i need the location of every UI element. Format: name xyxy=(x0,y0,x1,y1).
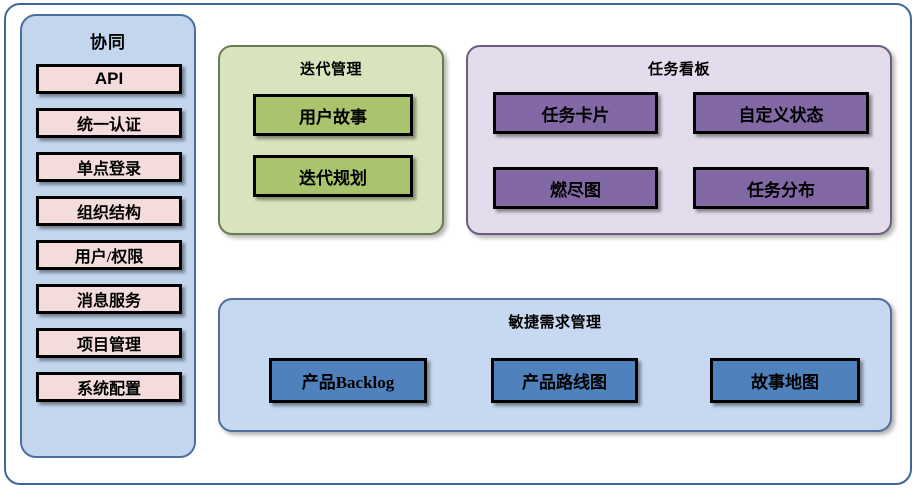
sidebar-item-unified-auth[interactable]: 统一认证 xyxy=(36,108,182,138)
panel-task-board[interactable]: 任务看板 任务卡片 自定义状态 燃尽图 任务分布 xyxy=(466,45,892,235)
leaf-user-story[interactable]: 用户故事 xyxy=(253,94,413,136)
leaf-burndown-chart[interactable]: 燃尽图 xyxy=(493,167,658,209)
sidebar-item-message-service[interactable]: 消息服务 xyxy=(36,284,182,314)
leaf-task-card[interactable]: 任务卡片 xyxy=(493,92,658,134)
sidebar-item-label: 单点登录 xyxy=(76,161,141,178)
leaf-label: 自定义状态 xyxy=(738,105,824,125)
sidebar-panel-collaboration[interactable]: 协同 API 统一认证 单点登录 组织结构 用户/权限 消息服务 项目管理 xyxy=(20,14,196,458)
sidebar-title: 协同 xyxy=(90,33,126,52)
leaf-label: 燃尽图 xyxy=(550,180,601,200)
leaf-product-roadmap[interactable]: 产品路线图 xyxy=(491,358,638,403)
sidebar-item-label: 系统配置 xyxy=(76,381,141,398)
sidebar-item-user-permission[interactable]: 用户/权限 xyxy=(36,240,182,270)
sidebar-item-label: 用户/权限 xyxy=(74,249,144,266)
sidebar-item-label: 组织结构 xyxy=(76,205,141,222)
leaf-label: 任务分布 xyxy=(747,180,815,200)
leaf-story-map[interactable]: 故事地图 xyxy=(710,358,860,403)
leaf-label: 迭代规划 xyxy=(299,168,367,188)
leaf-label: 产品Backlog xyxy=(301,373,395,392)
leaf-product-backlog[interactable]: 产品Backlog xyxy=(269,358,427,403)
leaf-label: 产品路线图 xyxy=(522,373,607,392)
sidebar-item-label: 项目管理 xyxy=(76,337,141,354)
leaf-task-distribution[interactable]: 任务分布 xyxy=(693,167,869,209)
sidebar-item-label: 消息服务 xyxy=(76,293,141,310)
leaf-label: 任务卡片 xyxy=(541,105,610,125)
leaf-custom-status[interactable]: 自定义状态 xyxy=(693,92,869,134)
panel-title-task-board: 任务看板 xyxy=(647,61,710,78)
leaf-label: 用户故事 xyxy=(299,107,367,127)
sidebar-item-label: API xyxy=(94,69,124,88)
panel-iteration-management[interactable]: 迭代管理 用户故事 迭代规划 xyxy=(218,45,444,235)
sidebar-item-api[interactable]: API xyxy=(36,64,182,94)
sidebar-item-label: 统一认证 xyxy=(76,117,141,134)
leaf-iteration-planning[interactable]: 迭代规划 xyxy=(253,155,413,197)
sidebar-item-system-config[interactable]: 系统配置 xyxy=(36,372,182,402)
sidebar-item-project-management[interactable]: 项目管理 xyxy=(36,328,182,358)
panel-agile-requirement-management[interactable]: 敏捷需求管理 产品Backlog 产品路线图 故事地图 xyxy=(218,298,892,432)
panel-title-iteration-management: 迭代管理 xyxy=(299,61,362,78)
sidebar-item-list: API 统一认证 单点登录 组织结构 用户/权限 消息服务 项目管理 系统配置 xyxy=(36,64,182,416)
sidebar-item-single-sign-on[interactable]: 单点登录 xyxy=(36,152,182,182)
sidebar-item-org-structure[interactable]: 组织结构 xyxy=(36,196,182,226)
panel-title-agile-requirement-management: 敏捷需求管理 xyxy=(508,314,602,331)
leaf-label: 故事地图 xyxy=(751,373,819,392)
